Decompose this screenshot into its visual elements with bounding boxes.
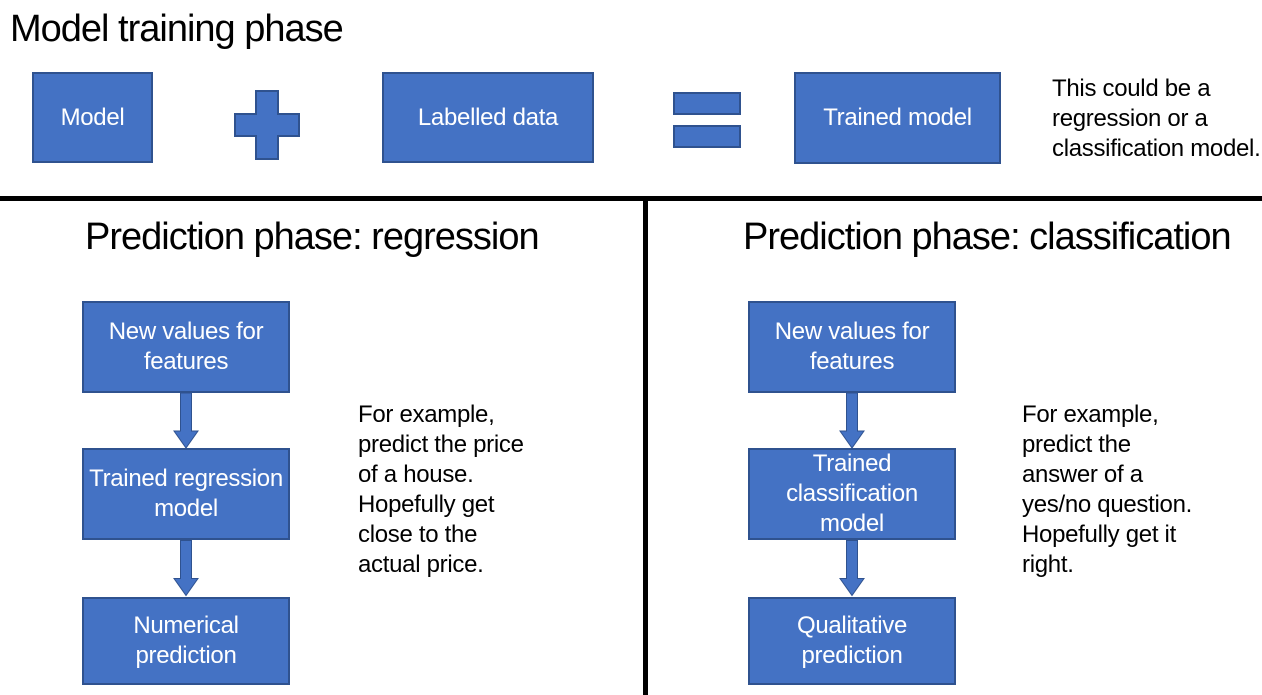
arrow-down-icon bbox=[839, 540, 865, 597]
numerical-prediction-box: Numerical prediction bbox=[82, 597, 290, 685]
qualitative-prediction-box: Qualitative prediction bbox=[748, 597, 956, 685]
regression-note: For example, predict the price of a hous… bbox=[358, 401, 524, 578]
regression-section-title: Prediction phase: regression bbox=[85, 216, 540, 258]
plus-icon bbox=[234, 90, 300, 160]
new-values-box-regression: New values for features bbox=[82, 301, 290, 393]
trained-model-box: Trained model bbox=[794, 72, 1001, 164]
vertical-divider bbox=[643, 201, 648, 695]
classification-section-title: Prediction phase: classification bbox=[743, 216, 1232, 258]
training-phase-title: Model training phase bbox=[10, 8, 344, 50]
horizontal-divider bbox=[0, 196, 1262, 201]
classification-note: For example, predict the answer of a yes… bbox=[1022, 401, 1192, 578]
arrow-down-icon bbox=[173, 540, 199, 597]
training-note: This could be a regression or a classifi… bbox=[1052, 75, 1261, 162]
equals-icon bbox=[673, 92, 741, 148]
trained-regression-model-box: Trained regression model bbox=[82, 448, 290, 540]
new-values-box-classification: New values for features bbox=[748, 301, 956, 393]
labelled-data-box: Labelled data bbox=[382, 72, 594, 163]
arrow-down-icon bbox=[173, 393, 199, 449]
model-box: Model bbox=[32, 72, 153, 163]
arrow-down-icon bbox=[839, 393, 865, 449]
trained-classification-model-box: Trained classification model bbox=[748, 448, 956, 540]
